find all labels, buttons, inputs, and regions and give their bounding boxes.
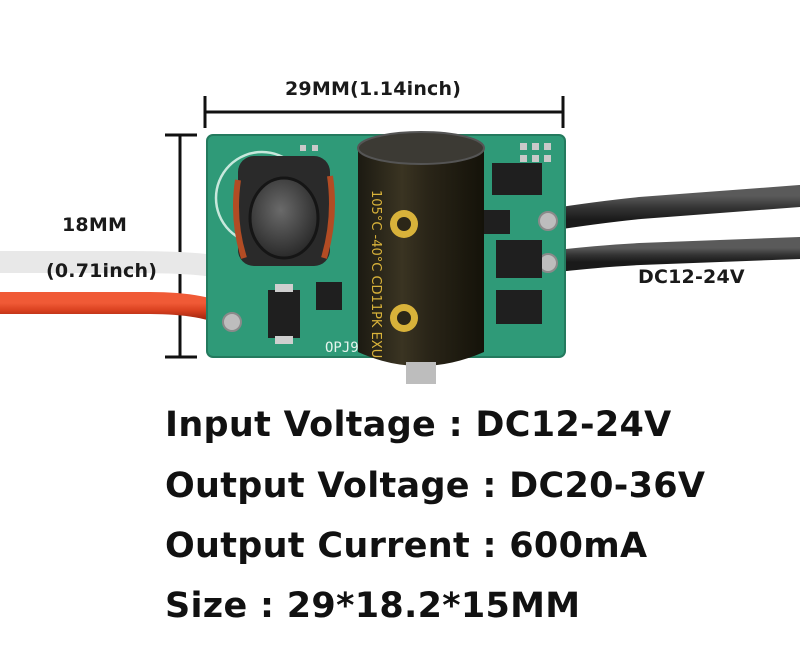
width-label: 29MM(1.14inch) [285, 78, 462, 100]
capacitor-marking: 105°C -40°C CD11PK EXU [368, 190, 383, 358]
output-wire-label: DC12-24V [638, 266, 745, 288]
spec-input-voltage: Input Voltage : DC12-24V [165, 405, 672, 445]
spec-output-voltage: Output Voltage : DC20-36V [165, 466, 706, 506]
width-dimension-line [203, 96, 565, 128]
output-wires [537, 185, 800, 273]
spec-output-current: Output Current : 600mA [165, 526, 648, 566]
inductor [233, 156, 335, 266]
electrolytic-capacitor: 105°C -40°C CD11PK EXU [357, 131, 485, 384]
spec-size: Size : 29*18.2*15MM [165, 586, 581, 626]
height-label-mm: 18MM [62, 214, 128, 236]
height-label-inch: (0.71inch) [46, 260, 158, 282]
height-dimension-line [165, 133, 197, 359]
